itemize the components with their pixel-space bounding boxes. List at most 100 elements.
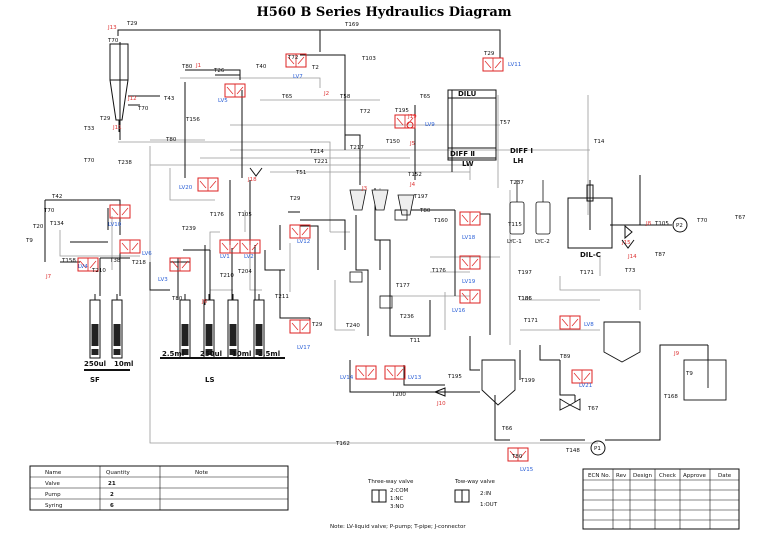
sf-250ul-label: 250ul [84, 360, 106, 368]
svg-text:LV16: LV16 [452, 308, 466, 314]
svg-text:J18: J18 [247, 177, 257, 183]
svg-text:T80: T80 [171, 296, 183, 302]
summary-row-name: Syring [45, 503, 63, 509]
pump-p2: P2 [672, 217, 688, 233]
svg-text:T210: T210 [91, 268, 106, 274]
valve-lv2: LV2 [239, 239, 261, 260]
svg-text:T221: T221 [313, 159, 328, 165]
svg-text:T168: T168 [663, 394, 678, 400]
legend-three-way-2: 2:COM [390, 488, 409, 494]
svg-text:T43: T43 [163, 96, 175, 102]
svg-text:T176: T176 [431, 268, 446, 274]
valve-lv19: LV19 [459, 255, 481, 285]
valve-lv13: LV13 [384, 365, 422, 381]
valve-lv5: LV5 [218, 83, 246, 104]
svg-text:T65: T65 [419, 94, 431, 100]
lh-label: LH [513, 157, 523, 165]
summary-header-qty: Quantity [106, 470, 131, 476]
svg-text:T2: T2 [311, 65, 319, 71]
ls-a-label: 2.5ml [162, 350, 184, 358]
svg-text:J7: J7 [45, 274, 52, 280]
svg-text:T158: T158 [61, 258, 76, 264]
valve-lv20: LV20 [179, 177, 219, 192]
valve-legend: Three-way valve 2:COM 1:NC 3:NO Tow-way … [330, 479, 498, 530]
svg-text:LV2: LV2 [244, 254, 254, 260]
svg-text:T239: T239 [181, 226, 196, 232]
svg-text:T171: T171 [579, 270, 594, 276]
svg-text:LV7: LV7 [293, 74, 303, 80]
svg-text:T105: T105 [654, 221, 669, 227]
lw-label: LW [462, 160, 474, 168]
svg-text:LV19: LV19 [462, 279, 476, 285]
svg-text:T57: T57 [499, 120, 511, 126]
svg-text:LV8: LV8 [584, 322, 594, 328]
svg-text:T26: T26 [213, 68, 225, 74]
svg-text:J19: J19 [407, 114, 417, 120]
svg-text:T197: T197 [517, 270, 532, 276]
legend-note: Note: LV-liquid valve; P-pump; T-pipe; J… [330, 524, 466, 530]
svg-text:T67: T67 [734, 215, 746, 221]
connector-j19: J19 [406, 114, 417, 129]
valve-lv7: LV7 [285, 53, 307, 80]
valve-lv10: LV10 [108, 204, 131, 228]
syringe-sf-10ml [111, 293, 123, 359]
ls-d-label: 2.5ml [258, 350, 280, 358]
valve-lv18: LV18 [459, 211, 481, 241]
lyc-bottles [509, 180, 551, 235]
diff1-label: DIFF Ⅰ [510, 147, 533, 155]
summary-row-qty: 6 [110, 503, 114, 509]
svg-text:LV9: LV9 [425, 122, 435, 128]
svg-text:T9: T9 [685, 371, 693, 377]
sf-name: SF [90, 376, 100, 384]
svg-text:T195: T195 [447, 374, 462, 380]
svg-text:T51: T51 [295, 170, 306, 176]
legend-three-way: Three-way valve [367, 479, 414, 485]
syringe-ls-d [253, 293, 265, 359]
svg-text:T65: T65 [281, 94, 293, 100]
svg-text:T29: T29 [289, 196, 301, 202]
dilu-label: DILU [458, 90, 477, 98]
valve-lv17: LV17 [289, 319, 311, 351]
summary-row-name: Pump [45, 492, 61, 498]
valve-lv9: LV9 [394, 114, 435, 129]
svg-text:T80: T80 [511, 454, 523, 460]
svg-text:T70: T70 [83, 158, 95, 164]
svg-text:T58: T58 [339, 94, 351, 100]
summary-header-name: Name [45, 470, 62, 476]
svg-text:T66: T66 [501, 426, 513, 432]
svg-text:T29: T29 [311, 322, 323, 328]
svg-text:T160: T160 [433, 218, 448, 224]
svg-text:T171: T171 [523, 318, 538, 324]
diff2-label: DIFF Ⅱ [450, 150, 475, 158]
svg-text:LV15: LV15 [520, 467, 534, 473]
svg-text:T169: T169 [344, 22, 359, 28]
svg-text:T156: T156 [185, 117, 200, 123]
svg-text:T40: T40 [255, 64, 267, 70]
summary-header-note: Note [195, 470, 209, 476]
svg-text:T103: T103 [361, 56, 376, 62]
valve-lv4: LV4 [77, 257, 99, 272]
valve-lv12: LV12 [289, 224, 311, 245]
svg-text:T87: T87 [654, 252, 666, 258]
title-block-design: Design [633, 473, 653, 479]
valve-lv16: LV16 [452, 289, 481, 314]
svg-text:T14: T14 [593, 139, 605, 145]
svg-text:T11: T11 [409, 338, 420, 344]
svg-text:LV17: LV17 [297, 345, 311, 351]
ls-b-label: 250ul [200, 350, 222, 358]
lyc2-label: LYC-2 [535, 239, 550, 245]
legend-three-way-3: 3:NO [390, 504, 404, 510]
svg-text:T115: T115 [507, 222, 522, 228]
svg-text:J6: J6 [201, 299, 208, 305]
svg-text:J10: J10 [436, 401, 446, 407]
valve-lv15: LV15 [507, 447, 534, 473]
title-block-check: Check [659, 473, 677, 479]
reaction-cups [481, 321, 727, 411]
svg-text:T186: T186 [517, 296, 532, 302]
svg-text:T42: T42 [51, 194, 62, 200]
svg-text:LV6: LV6 [142, 251, 152, 257]
svg-text:T70: T70 [107, 38, 119, 44]
svg-text:T70: T70 [43, 208, 55, 214]
lyc1-label: LYC-1 [507, 239, 522, 245]
